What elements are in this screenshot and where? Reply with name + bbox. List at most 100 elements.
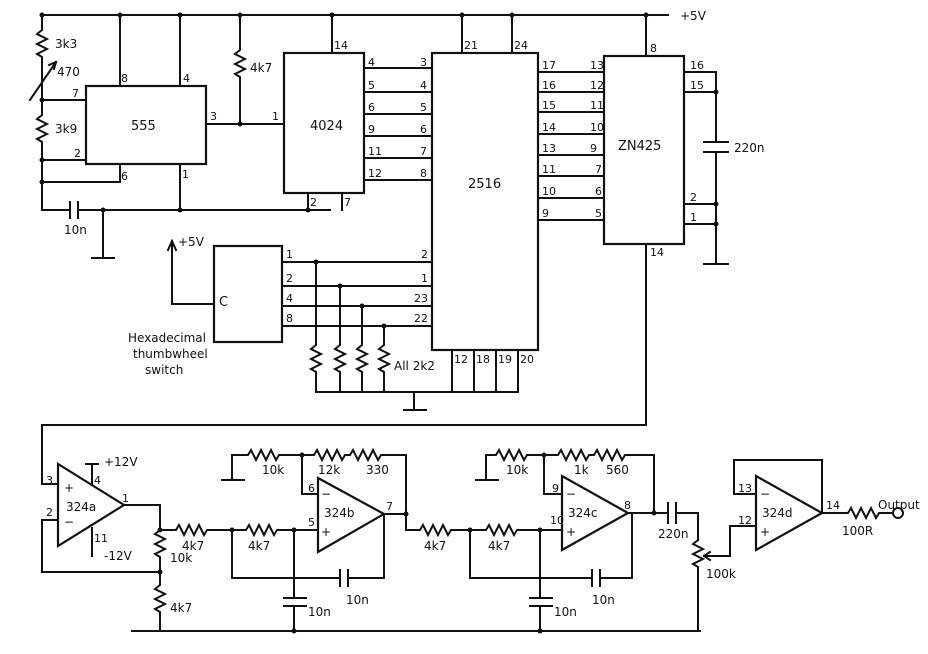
ic-555-label: 555 [131, 119, 156, 134]
svg-text:19: 19 [498, 353, 512, 366]
opamp-324b [316, 476, 387, 554]
timer-section: 3k3 470 7 3k9 2 6 555 8 4 1 10n [28, 14, 331, 259]
svg-text:7: 7 [344, 196, 351, 209]
resistor-10k-b-label: 10k [262, 463, 284, 477]
svg-text:1: 1 [690, 211, 697, 224]
ic-zn425 [602, 54, 686, 246]
svg-text:15: 15 [690, 79, 704, 92]
svg-text:2: 2 [286, 272, 293, 285]
svg-text:1: 1 [122, 492, 129, 505]
switch-caption-3: switch [145, 363, 183, 377]
cap-220n-out-label: 220n [658, 527, 689, 541]
svg-text:20: 20 [520, 353, 534, 366]
svg-text:4: 4 [286, 292, 293, 305]
ic-4024 [282, 51, 366, 195]
svg-text:13: 13 [542, 142, 556, 155]
opamp-324d [754, 474, 825, 552]
resistor-100r-label: 100R [842, 524, 873, 538]
svg-text:16: 16 [542, 79, 556, 92]
output-label: Output [878, 498, 920, 512]
cap-220n-zn-label: 220n [734, 141, 765, 155]
svg-text:12: 12 [738, 514, 752, 527]
cap-10n-c2-label: 10n [554, 605, 577, 619]
svg-text:2: 2 [74, 147, 81, 160]
svg-text:23: 23 [414, 292, 428, 305]
svg-text:6: 6 [368, 101, 375, 114]
thumbwheel-switch [212, 244, 284, 344]
resistor-1k-c-label: 1k [574, 463, 589, 477]
supply-rail-label: +5V [680, 9, 707, 23]
svg-text:7: 7 [72, 87, 79, 100]
resistor-4k7-c2-label: 4k7 [488, 539, 510, 553]
opamp-324c [560, 474, 631, 552]
opamp-324b-label: 324b [324, 506, 355, 520]
svg-text:9: 9 [542, 207, 549, 220]
svg-text:7: 7 [595, 163, 602, 176]
svg-text:6: 6 [595, 185, 602, 198]
svg-text:8: 8 [121, 72, 128, 85]
svg-text:2: 2 [421, 248, 428, 261]
resistor-10k-c-label: 10k [506, 463, 528, 477]
ic-2516-label: 2516 [468, 177, 501, 192]
resistor-330-b-label: 330 [366, 463, 389, 477]
svg-text:1: 1 [182, 168, 189, 181]
resistor-4k7-a-label: 4k7 [170, 601, 192, 615]
svg-text:4: 4 [368, 56, 375, 69]
svg-text:13: 13 [738, 482, 752, 495]
svg-text:9: 9 [590, 142, 597, 155]
svg-text:1: 1 [272, 110, 279, 123]
opamp-324d-label: 324d [762, 506, 793, 520]
counter-section: 4024 14 2 7 4 5 6 9 11 12 3 4 5 6 7 8 [282, 14, 433, 213]
cap-10n-b1-label: 10n [346, 593, 369, 607]
output-terminal [892, 507, 904, 519]
svg-text:18: 18 [476, 353, 490, 366]
svg-text:−: − [760, 487, 770, 501]
svg-text:6: 6 [420, 123, 427, 136]
svg-text:16: 16 [690, 59, 704, 72]
svg-text:7: 7 [420, 145, 427, 158]
svg-text:+: + [760, 525, 770, 539]
pot-100k-label: 100k [706, 567, 736, 581]
opamp-a-section: 324a + − 3 2 +12V 4 -12V 11 1 10k 4k7 [41, 455, 192, 632]
svg-text:22: 22 [414, 312, 428, 325]
thumbwheel-common-label: C [219, 295, 228, 310]
svg-text:7: 7 [386, 500, 393, 513]
svg-text:5: 5 [420, 101, 427, 114]
svg-text:1: 1 [421, 272, 428, 285]
svg-text:8: 8 [624, 499, 631, 512]
svg-text:5: 5 [308, 516, 315, 529]
timer-cap-label: 10n [64, 223, 87, 237]
opamp-324a-label: 324a [66, 500, 96, 514]
resistor-10k-a-label: 10k [170, 551, 192, 565]
dac-section: ZN425 8 16 15 220n 2 1 14 [41, 14, 765, 485]
svg-text:5: 5 [368, 79, 375, 92]
svg-text:1: 1 [286, 248, 293, 261]
switch-supply-label: +5V [178, 235, 205, 249]
svg-text:14: 14 [650, 246, 664, 259]
resistor-560-c-label: 560 [606, 463, 629, 477]
filter-c-section: 4k7 4k7 10n 10n 324c − + 9 10 10k 1k 560… [405, 447, 669, 634]
svg-text:2: 2 [46, 506, 53, 519]
ic-2516 [430, 51, 540, 352]
svg-text:−: − [64, 515, 74, 529]
svg-text:2: 2 [690, 191, 697, 204]
opamp-supply-neg-label: -12V [104, 549, 133, 563]
svg-text:10: 10 [590, 121, 604, 134]
resistor-470-label: 470 [57, 65, 80, 79]
cap-10n-b2-label: 10n [308, 605, 331, 619]
switch-caption-2: thumbwheel [133, 347, 208, 361]
svg-text:12: 12 [454, 353, 468, 366]
cap-10n-c1-label: 10n [592, 593, 615, 607]
svg-text:+: + [321, 525, 331, 539]
svg-text:5: 5 [595, 207, 602, 220]
resistor-12k-b-label: 12k [318, 463, 340, 477]
svg-text:12: 12 [368, 167, 382, 180]
svg-text:13: 13 [590, 59, 604, 72]
svg-text:14: 14 [542, 121, 556, 134]
svg-text:4: 4 [183, 72, 190, 85]
svg-text:3: 3 [420, 56, 427, 69]
svg-text:10: 10 [550, 514, 564, 527]
eprom-section: 2516 21 24 12 18 19 20 17 16 15 14 13 11… [430, 14, 605, 393]
svg-text:3: 3 [46, 474, 53, 487]
svg-text:6: 6 [121, 170, 128, 183]
